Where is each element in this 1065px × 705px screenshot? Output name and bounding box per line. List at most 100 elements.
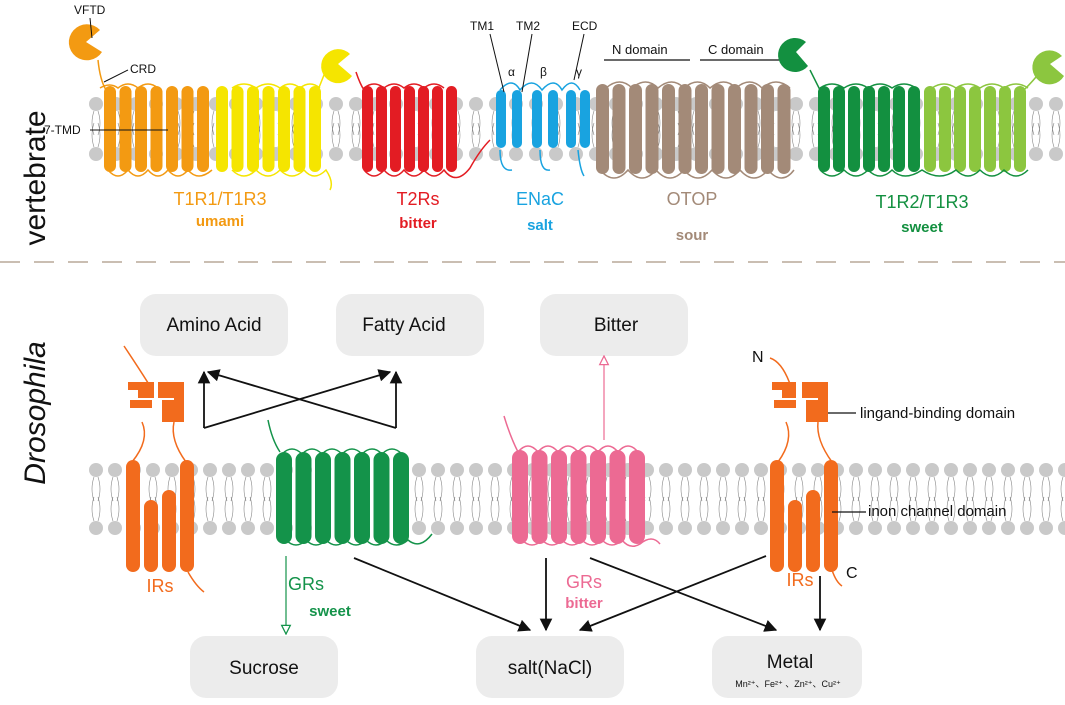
c-domain-label: C domain xyxy=(708,42,764,57)
lipid-head xyxy=(811,463,825,477)
lipid-tail xyxy=(91,496,101,522)
otop-name: OTOP xyxy=(667,189,718,209)
lipid-head xyxy=(1058,521,1065,535)
transmembrane-helix xyxy=(390,86,401,172)
lipid-head xyxy=(789,97,803,111)
lipid-head xyxy=(1001,521,1015,535)
lipid-head xyxy=(509,147,523,161)
transmembrane-helix xyxy=(570,450,587,544)
umami-taste-label: umami xyxy=(196,213,244,230)
transmembrane-helix xyxy=(629,84,642,174)
lipid-head xyxy=(925,463,939,477)
lipid-head xyxy=(963,521,977,535)
transmembrane-helix xyxy=(645,84,659,174)
lipid-tail xyxy=(205,496,215,522)
lipid-tail xyxy=(224,476,234,502)
t2rs-name: T2Rs xyxy=(396,189,439,209)
sucrose-label: Sucrose xyxy=(229,658,299,679)
lipid-tail xyxy=(224,496,234,522)
lipid-head xyxy=(678,463,692,477)
lipid-head xyxy=(982,463,996,477)
lipid-head xyxy=(963,463,977,477)
lipid-tail xyxy=(1022,496,1032,522)
lipid-tail xyxy=(965,476,975,502)
tm1-label: TM1 xyxy=(470,19,494,33)
lipid-head xyxy=(906,521,920,535)
lipid-tail xyxy=(1003,476,1013,502)
grs-bitter-receptor xyxy=(503,415,661,547)
lipid-head xyxy=(89,147,103,161)
vftd-label: VFTD xyxy=(74,3,106,17)
transmembrane-helix xyxy=(878,86,890,172)
lipid-tail xyxy=(680,476,690,502)
irs-right-receptor xyxy=(769,357,843,587)
drosophila-section-label: Drosophila xyxy=(19,341,52,484)
lipid-tail xyxy=(661,476,671,502)
lipid-head xyxy=(549,147,563,161)
tm2-label: TM2 xyxy=(516,19,540,33)
lipid-tail xyxy=(433,476,443,502)
crd-label: CRD xyxy=(130,62,156,76)
transmembrane-helix xyxy=(531,450,548,544)
transmembrane-helix xyxy=(1014,86,1026,172)
metal-ions-label: Mn²⁺、Fe²⁺ 、Zn²⁺、Cu²⁺ xyxy=(735,679,841,689)
fatty-acid-label: Fatty Acid xyxy=(362,315,445,336)
transmembrane-helix xyxy=(711,84,725,174)
lipid-head xyxy=(1039,463,1053,477)
irs-left-receptor xyxy=(123,345,205,593)
lipid-head xyxy=(241,463,255,477)
lipid-tail xyxy=(452,496,462,522)
transmembrane-helix xyxy=(418,86,429,172)
lipid-tail xyxy=(908,496,918,522)
lipid-tail xyxy=(737,496,747,522)
lipid-tail xyxy=(414,496,424,522)
lipid-tail xyxy=(331,122,341,148)
lipid-head xyxy=(659,521,673,535)
lipid-tail xyxy=(851,496,861,522)
lipid-tail xyxy=(965,496,975,522)
lipid-tail xyxy=(1041,496,1051,522)
lipid-tail xyxy=(110,476,120,502)
transmembrane-helix xyxy=(354,452,370,544)
lipid-head xyxy=(349,147,363,161)
lipid-tail xyxy=(737,476,747,502)
transmembrane-helix xyxy=(197,86,209,172)
bitter-taste-label: bitter xyxy=(399,215,437,232)
sweet-taste-label: sweet xyxy=(901,219,943,236)
output-arrows xyxy=(286,555,827,634)
lipid-tail xyxy=(490,496,500,522)
lipid-tail xyxy=(870,496,880,522)
transmembrane-helix xyxy=(590,450,606,544)
lipid-tail xyxy=(1051,110,1061,136)
transmembrane-helix xyxy=(612,84,626,174)
irs-right-label: IRs xyxy=(787,570,814,590)
transmembrane-helix xyxy=(512,450,528,544)
transmembrane-helix xyxy=(181,86,194,172)
grs-sweet-receptor xyxy=(267,419,433,546)
transmembrane-helix xyxy=(231,86,244,172)
metal-box: Metal Mn²⁺、Fe²⁺ 、Zn²⁺、Cu²⁺ xyxy=(712,636,862,698)
transmembrane-helix xyxy=(376,86,387,172)
transmembrane-helix xyxy=(609,450,626,544)
transmembrane-helix xyxy=(678,84,692,174)
transmembrane-helix xyxy=(695,84,708,174)
lipid-tail xyxy=(791,110,801,136)
transmembrane-helix xyxy=(262,86,275,172)
lipid-tail xyxy=(91,122,101,148)
transmembrane-helix xyxy=(924,86,936,172)
lipid-head xyxy=(203,521,217,535)
lipid-tail xyxy=(889,496,899,522)
lipid-tail xyxy=(984,496,994,522)
lipid-head xyxy=(469,521,483,535)
lipid-tail xyxy=(756,496,766,522)
transmembrane-helix xyxy=(276,452,292,544)
lipid-tail xyxy=(148,476,158,502)
grs-green-taste-label: sweet xyxy=(309,603,351,620)
transmembrane-helix xyxy=(309,86,321,172)
transmembrane-helix xyxy=(833,86,845,172)
lipid-head xyxy=(792,463,806,477)
lipid-tail xyxy=(1051,122,1061,148)
lipid-head xyxy=(108,521,122,535)
n-domain-label: N domain xyxy=(612,42,668,57)
transmembrane-helix xyxy=(432,86,443,172)
